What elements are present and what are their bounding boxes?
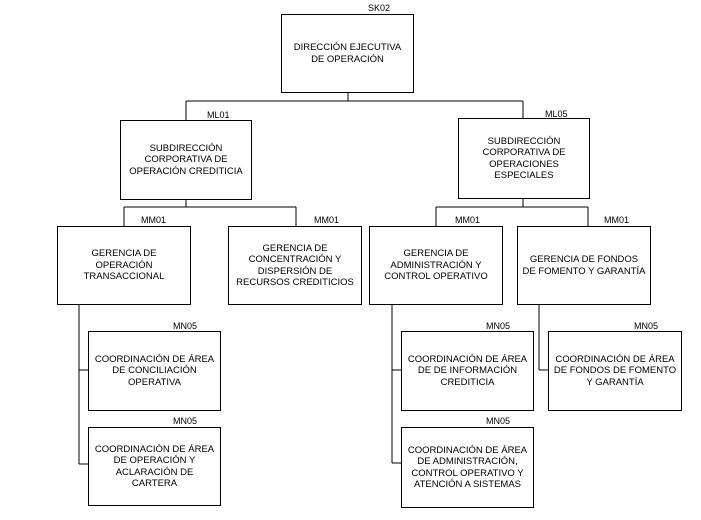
coord-aclar-code: MN05 bbox=[173, 416, 198, 426]
root-code: SK02 bbox=[368, 3, 391, 13]
ger-trans-box[interactable]: GERENCIA DE OPERACIÓN TRANSACCIONAL bbox=[57, 226, 191, 305]
ger-admin-box[interactable]: GERENCIA DE ADMINISTRACIÓN Y CONTROL OPE… bbox=[369, 226, 503, 305]
coord-fondos-title: COORDINACIÓN DE ÁREA DE FONDOS DE FOMENT… bbox=[553, 353, 677, 388]
sub-special-box[interactable]: SUBDIRECCIÓN CORPORATIVA DE OPERACIONES … bbox=[458, 118, 590, 199]
ger-trans-code: MM01 bbox=[141, 215, 167, 225]
coord-concil-code: MN05 bbox=[173, 321, 198, 331]
coord-info-box[interactable]: COORDINACIÓN DE ÁREA DE DE INFORMACIÓN C… bbox=[401, 331, 534, 411]
coord-aclar-box[interactable]: COORDINACIÓN DE ÁREA DE OPERACIÓN Y ACLA… bbox=[88, 427, 221, 506]
ger-trans-title: GERENCIA DE OPERACIÓN TRANSACCIONAL bbox=[83, 248, 165, 283]
ger-fondos-code: MM01 bbox=[604, 215, 630, 225]
ger-admin-title: GERENCIA DE ADMINISTRACIÓN Y CONTROL OPE… bbox=[384, 248, 488, 283]
ger-conc-title: GERENCIA DE CONCENTRACIÓN Y DISPERSIÓN D… bbox=[236, 242, 354, 289]
coord-concil-box[interactable]: COORDINACIÓN DE ÁREA DE CONCILIACIÓN OPE… bbox=[88, 331, 221, 411]
coord-admsis-box[interactable]: COORDINACIÓN DE ÁREA DE ADMINISTRACIÓN, … bbox=[401, 427, 534, 508]
sub-special-title: SUBDIRECCIÓN CORPORATIVA DE OPERACIONES … bbox=[482, 135, 566, 182]
coord-concil-title: COORDINACIÓN DE ÁREA DE CONCILIACIÓN OPE… bbox=[94, 353, 215, 388]
sub-credit-code: ML01 bbox=[207, 110, 230, 120]
ger-fondos-box[interactable]: GERENCIA DE FONDOS DE FOMENTO Y GARANTÍA bbox=[517, 226, 651, 305]
coord-info-code: MN05 bbox=[486, 321, 511, 331]
ger-fondos-title: GERENCIA DE FONDOS DE FOMENTO Y GARANTÍA bbox=[522, 254, 646, 277]
coord-aclar-title: COORDINACIÓN DE ÁREA DE OPERACIÓN Y ACLA… bbox=[94, 443, 215, 490]
coord-admsis-title: COORDINACIÓN DE ÁREA DE ADMINISTRACIÓN, … bbox=[407, 444, 528, 491]
root-title: DIRECCIÓN EJECUTIVA DE OPERACIÓN bbox=[293, 42, 402, 65]
ger-conc-box[interactable]: GERENCIA DE CONCENTRACIÓN Y DISPERSIÓN D… bbox=[228, 226, 362, 305]
coord-fondos-code: MN05 bbox=[634, 321, 659, 331]
sub-credit-box[interactable]: SUBDIRECCIÓN CORPORATIVA DE OPERACIÓN CR… bbox=[120, 120, 252, 200]
root-box[interactable]: DIRECCIÓN EJECUTIVA DE OPERACIÓN bbox=[281, 14, 414, 93]
sub-special-code: ML05 bbox=[545, 109, 568, 119]
ger-admin-code: MM01 bbox=[455, 215, 481, 225]
sub-credit-title: SUBDIRECCIÓN CORPORATIVA DE OPERACIÓN CR… bbox=[129, 142, 243, 177]
coord-info-title: COORDINACIÓN DE ÁREA DE DE INFORMACIÓN C… bbox=[407, 353, 528, 388]
coord-admsis-code: MN05 bbox=[486, 416, 511, 426]
coord-fondos-box[interactable]: COORDINACIÓN DE ÁREA DE FONDOS DE FOMENT… bbox=[548, 331, 682, 411]
ger-conc-code: MM01 bbox=[314, 215, 340, 225]
